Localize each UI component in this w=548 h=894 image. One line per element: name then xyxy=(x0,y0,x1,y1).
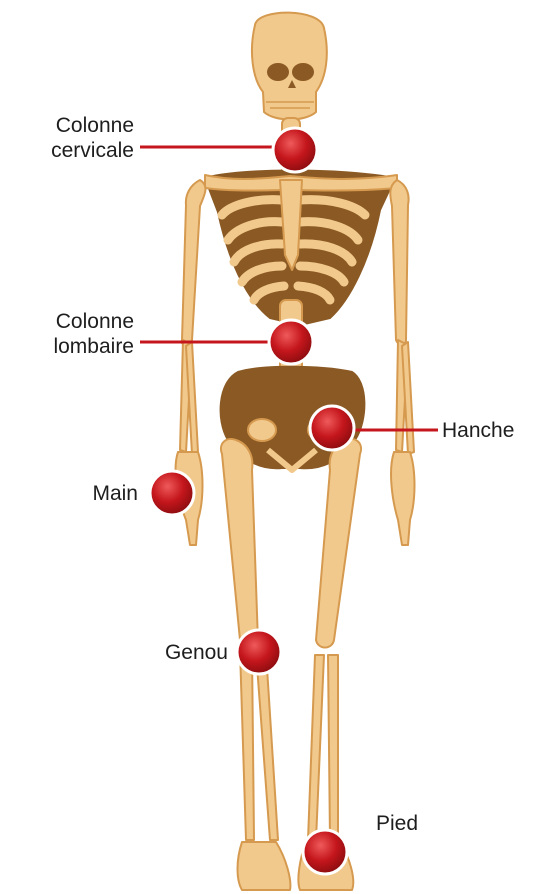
label-cervical-spine: Colonne cervicale xyxy=(18,113,134,163)
label-lumbar-spine: Colonne lombaire xyxy=(18,309,134,359)
right-arm xyxy=(390,180,414,545)
label-knee: Genou xyxy=(100,640,228,665)
right-leg xyxy=(298,439,361,890)
label-cervical-line1: Colonne xyxy=(18,113,134,138)
label-lumbar-line1: Colonne xyxy=(18,309,134,334)
label-lumbar-line2: lombaire xyxy=(18,334,134,359)
marker-knee xyxy=(237,630,281,674)
marker-lumbar xyxy=(269,320,313,364)
marker-hand xyxy=(150,471,194,515)
label-hip: Hanche xyxy=(442,418,514,443)
label-foot: Pied xyxy=(376,811,418,836)
marker-cervical xyxy=(273,128,317,172)
skull xyxy=(252,13,327,120)
label-hand: Main xyxy=(40,481,138,506)
marker-foot xyxy=(303,830,347,874)
marker-hip xyxy=(310,406,354,450)
label-cervical-line2: cervicale xyxy=(18,138,134,163)
